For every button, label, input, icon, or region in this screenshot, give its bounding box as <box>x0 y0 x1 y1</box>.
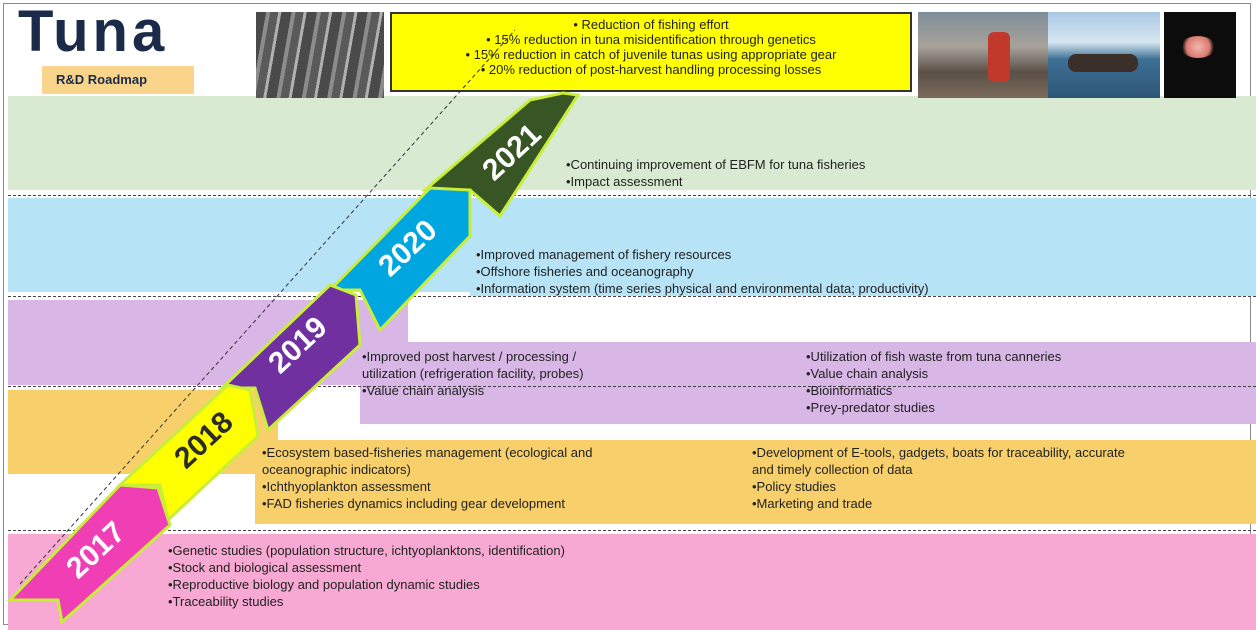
goal-item: • 20% reduction of post-harvest handling… <box>480 62 822 77</box>
list-item: •Prey-predator studies <box>806 400 935 415</box>
list-item: •Bioinformatics <box>806 383 893 398</box>
page-title: Tuna <box>18 0 169 64</box>
goal-item: • Reduction of fishing effort <box>573 17 729 32</box>
list-item: •Reproductive biology and population dyn… <box>168 577 480 592</box>
list-item: •Traceability studies <box>168 594 284 609</box>
divider <box>8 195 1256 196</box>
list-item: •Marketing and trade <box>752 496 873 511</box>
list-item: •Genetic studies (population structure, … <box>168 543 565 558</box>
goal-item: • 15% reduction in catch of juvenile tun… <box>465 47 837 62</box>
list-2019-a: •Improved post harvest / processing / ut… <box>362 348 584 399</box>
segment-2017 <box>6 483 172 625</box>
list-item: and timely collection of data <box>752 462 913 477</box>
list-item: •Value chain analysis <box>806 366 929 381</box>
list-2021: •Continuing improvement of EBFM for tuna… <box>566 156 865 190</box>
band-2021 <box>8 96 1256 190</box>
goals-box: • Reduction of fishing effort • 15% redu… <box>390 12 912 92</box>
trend-line <box>19 29 516 585</box>
segment-2018 <box>116 383 260 523</box>
list-2020: •Improved management of fishery resource… <box>476 246 929 297</box>
list-item: •Impact assessment <box>566 174 683 189</box>
list-item: •Value chain analysis <box>362 383 485 398</box>
list-item: •Ecosystem based-fisheries management (e… <box>262 445 593 460</box>
segment-2019 <box>218 283 362 433</box>
list-2018-a: •Ecosystem based-fisheries management (e… <box>262 444 592 512</box>
list-item: •Continuing improvement of EBFM for tuna… <box>566 157 866 172</box>
tuna-larva-photo <box>1164 12 1236 98</box>
divider <box>8 296 1256 297</box>
list-item: •Improved management of fishery resource… <box>476 247 732 262</box>
divider <box>8 386 1256 387</box>
list-item: •Improved post harvest / processing / <box>362 349 577 364</box>
segment-2020 <box>326 186 472 333</box>
list-item: •Utilization of fish waste from tuna can… <box>806 349 1062 364</box>
band-2018 <box>255 440 1256 524</box>
list-2017: •Genetic studies (population structure, … <box>168 542 565 610</box>
fishermen-boat-photo <box>1048 12 1160 98</box>
list-item: •Development of E-tools, gadgets, boats … <box>752 445 1125 460</box>
list-item: •Information system (time series physica… <box>476 281 929 296</box>
list-item: •Offshore fisheries and oceanography <box>476 264 694 279</box>
tuna-catch-photo <box>256 12 384 98</box>
band-2017 <box>8 534 1256 630</box>
list-2018-b: •Development of E-tools, gadgets, boats … <box>752 444 1125 512</box>
band-2020 <box>470 240 1256 296</box>
list-item: oceanographic indicators) <box>262 462 411 477</box>
list-item: utilization (refrigeration facility, pro… <box>362 366 584 381</box>
page-subtitle: R&D Roadmap <box>42 66 194 94</box>
divider <box>8 530 1256 531</box>
goal-item: • 15% reduction in tuna misidentificatio… <box>486 32 816 47</box>
list-item: •Stock and biological assessment <box>168 560 362 575</box>
fish-market-photo <box>918 12 1048 98</box>
list-item: •FAD fisheries dynamics including gear d… <box>262 496 565 511</box>
list-item: •Policy studies <box>752 479 837 494</box>
band-2019 <box>360 342 1256 424</box>
list-2019-b: •Utilization of fish waste from tuna can… <box>806 348 1061 416</box>
list-item: •Ichthyoplankton assessment <box>262 479 431 494</box>
